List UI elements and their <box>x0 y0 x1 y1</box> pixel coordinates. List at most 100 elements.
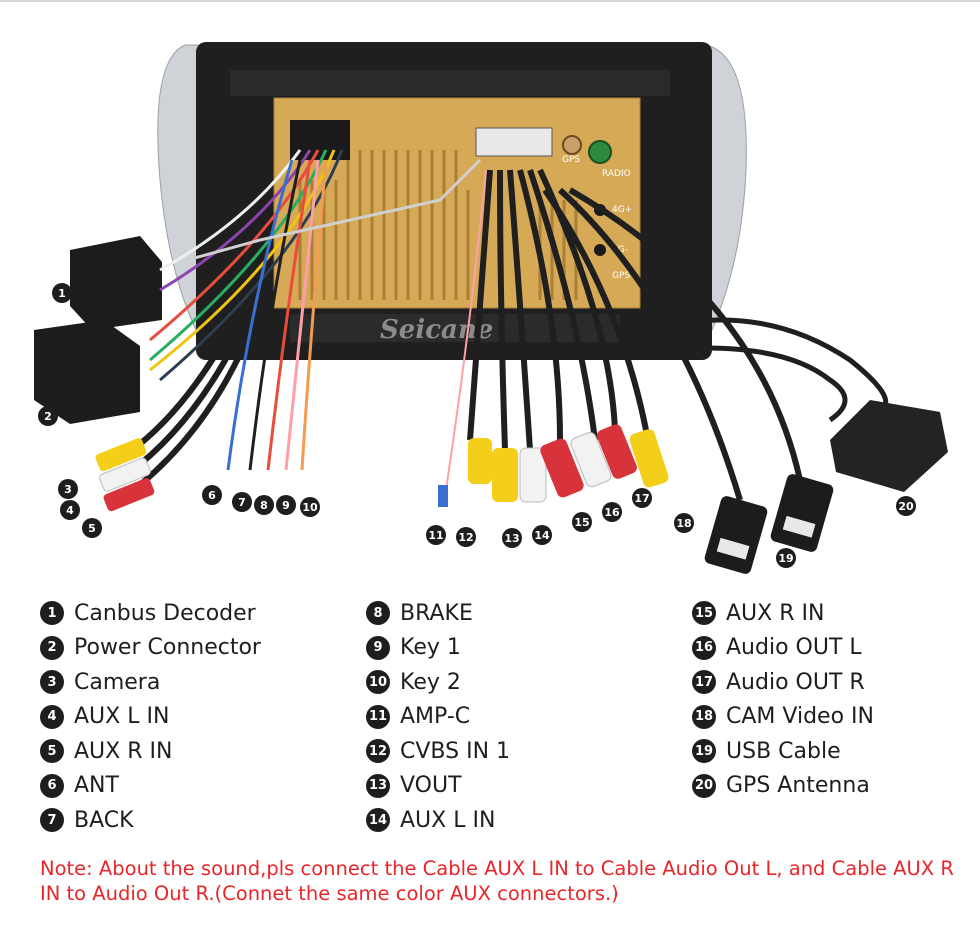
callout-19: 19 <box>776 548 796 568</box>
callout-2: 2 <box>38 406 58 426</box>
legend-label: Key 1 <box>400 635 461 661</box>
4g-plus-label: 4G+ <box>612 205 632 215</box>
legend-label: Power Connector <box>74 635 261 661</box>
gps-antenna-puck <box>830 400 948 492</box>
legend-number-badge: 13 <box>366 773 390 798</box>
svg-text:6: 6 <box>208 489 216 502</box>
svg-text:7: 7 <box>238 496 246 509</box>
legend-label: VOUT <box>400 773 462 799</box>
legend-item: 14 AUX L IN <box>366 803 510 838</box>
callout-20: 20 <box>896 496 916 516</box>
legend-item: 19 USB Cable <box>692 734 874 769</box>
callout-5: 5 <box>82 518 102 538</box>
legend-label: BRAKE <box>400 600 473 626</box>
svg-text:10: 10 <box>302 501 318 514</box>
legend-number-badge: 4 <box>40 704 64 729</box>
legend-label: AUX L IN <box>400 807 496 833</box>
legend-label: USB Cable <box>726 738 841 764</box>
callout-1: 1 <box>52 283 72 303</box>
legend-number-badge: 17 <box>692 670 716 695</box>
svg-text:17: 17 <box>634 492 649 505</box>
legend-number-badge: 14 <box>366 808 390 833</box>
legend-label: CVBS IN 1 <box>400 738 511 764</box>
legend-number-badge: 20 <box>692 773 716 798</box>
svg-text:4: 4 <box>66 504 74 517</box>
svg-text:13: 13 <box>504 532 519 545</box>
head-unit-illustration: GPS RADIO 4G+ 4G- GPS Seicane <box>34 42 948 574</box>
callout-13: 13 <box>502 528 522 548</box>
callout-10: 10 <box>300 497 320 517</box>
legend-number-badge: 15 <box>692 601 716 626</box>
legend-label: BACK <box>74 807 134 833</box>
legend-number-badge: 19 <box>692 739 716 764</box>
legend-item: 4 AUX L IN <box>40 700 261 735</box>
svg-text:1: 1 <box>58 287 66 300</box>
svg-text:15: 15 <box>574 516 589 529</box>
legend-item: 12 CVBS IN 1 <box>366 734 510 769</box>
av-socket <box>475 127 553 157</box>
radio-port <box>588 140 612 164</box>
sound-connection-note: Note: About the sound,pls connect the Ca… <box>40 857 954 905</box>
callout-15: 15 <box>572 512 592 532</box>
svg-text:18: 18 <box>676 517 691 530</box>
radio-port-label: RADIO <box>602 169 631 179</box>
4g-minus-label: 4G- <box>612 245 628 255</box>
legend-label: Key 2 <box>400 669 461 695</box>
legend-item: 8 BRAKE <box>366 596 510 631</box>
legend-number-badge: 11 <box>366 704 390 729</box>
svg-text:12: 12 <box>458 531 473 544</box>
4g-minus-port <box>594 244 606 256</box>
legend-item: 15 AUX R IN <box>692 596 874 631</box>
top-divider <box>0 0 980 2</box>
legend-item: 3 Camera <box>40 665 261 700</box>
svg-text:2: 2 <box>44 410 52 423</box>
legend-label: Camera <box>74 669 161 695</box>
left-rca-cables <box>95 328 245 512</box>
callout-16: 16 <box>602 502 622 522</box>
camera-usb-gps-cables <box>542 187 948 574</box>
center-rca-cables <box>438 168 637 507</box>
legend-number-badge: 10 <box>366 670 390 695</box>
legend-item: 13 VOUT <box>366 769 510 804</box>
legend-label: ANT <box>74 773 119 799</box>
legend-label: AUX R IN <box>726 600 825 626</box>
legend-label: CAM Video IN <box>726 704 874 730</box>
svg-text:8: 8 <box>260 499 268 512</box>
legend-label: AUX L IN <box>74 704 170 730</box>
legend-number-badge: 18 <box>692 704 716 729</box>
legend-number-badge: 5 <box>40 739 64 764</box>
legend-number-badge: 2 <box>40 635 64 660</box>
callout-12: 12 <box>456 527 476 547</box>
legend-label: Audio OUT L <box>726 635 862 661</box>
callout-17: 17 <box>632 488 652 508</box>
callout-11: 11 <box>426 525 446 545</box>
callout-18: 18 <box>674 513 694 533</box>
svg-text:14: 14 <box>534 529 550 542</box>
callout-3: 3 <box>58 479 78 499</box>
legend-item: 10 Key 2 <box>366 665 510 700</box>
svg-text:3: 3 <box>64 483 72 496</box>
legend-number-badge: 8 <box>366 601 390 626</box>
legend-number-badge: 12 <box>366 739 390 764</box>
svg-text:9: 9 <box>282 499 290 512</box>
gps-port-label: GPS <box>562 155 580 165</box>
legend-item: 9 Key 1 <box>366 631 510 666</box>
legend-label: GPS Antenna <box>726 773 870 799</box>
legend-number-badge: 3 <box>40 670 64 695</box>
callout-14: 14 <box>532 525 552 545</box>
legend-number-badge: 9 <box>366 635 390 660</box>
svg-text:11: 11 <box>428 529 443 542</box>
legend-item: 2 Power Connector <box>40 631 261 666</box>
svg-text:19: 19 <box>778 552 793 565</box>
